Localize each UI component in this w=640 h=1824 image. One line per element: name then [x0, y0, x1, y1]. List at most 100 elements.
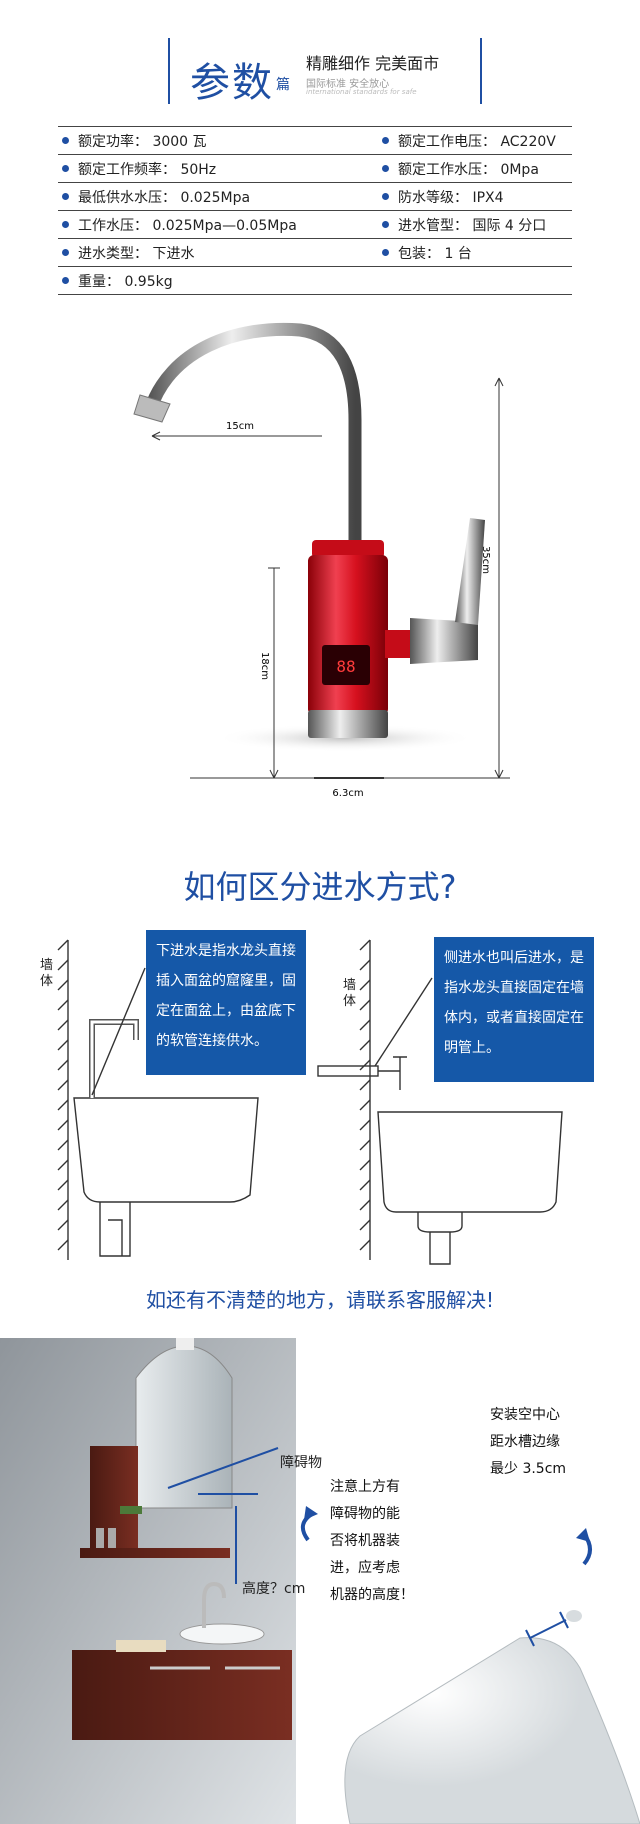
faucet-display [322, 645, 370, 685]
display-digits: 88 [336, 657, 355, 676]
left-drain [99, 1202, 131, 1257]
note-line: 注意上方有 [330, 1479, 400, 1495]
spec-cell: 额定工作电压： AC220V [378, 131, 572, 151]
bottom-entry-faucet-inner [90, 1020, 138, 1098]
side-entry-note: 侧进水也叫后进水，是指水龙头直接固定在墙体内，或者直接固定在明管上。 [434, 937, 594, 1082]
spec-text: 最低供水水压： 0.025Mpa [78, 189, 251, 206]
clearance-ticks [525, 1611, 569, 1647]
right-drain [429, 1232, 451, 1265]
side-entry-tap [378, 1056, 407, 1090]
obstacle-pointer-line [167, 1447, 279, 1489]
spec-row: 额定工作频率： 50Hz 额定工作水压： 0Mpa [58, 155, 572, 183]
spec-cell: 工作水压： 0.025Mpa—0.05Mpa [58, 215, 378, 235]
side-entry-pipe [317, 1065, 379, 1077]
left-drain-inner [108, 1219, 123, 1256]
clearance-line [529, 1619, 567, 1639]
bullet-icon [62, 277, 69, 284]
contact-note: 如还有不清楚的地方，请联系客服解决! [145, 1288, 495, 1312]
spec-row: 额定功率： 3000 瓦 额定工作电压： AC220V [58, 126, 572, 155]
spec-text: 额定工作水压： 0Mpa [398, 161, 539, 178]
faucet-hole [566, 1610, 582, 1622]
note-line: 最少 3.5cm [490, 1461, 567, 1477]
wall-shelf [80, 1548, 230, 1558]
dim-width-label: 6.3cm [332, 788, 363, 799]
cup-2 [108, 1528, 116, 1548]
spec-cell: 防水等级： IPX4 [378, 187, 572, 207]
installation-photo [0, 1338, 640, 1824]
arrow-head-icon [304, 1506, 318, 1520]
spec-cell: 额定功率： 3000 瓦 [58, 131, 378, 151]
spec-text: 额定功率： 3000 瓦 [78, 133, 207, 150]
vanity-basin [179, 1623, 265, 1645]
right-pointer-line [374, 977, 433, 1067]
header-divider-left [168, 38, 170, 104]
header-tagline: 精雕细作 完美面市 [306, 54, 440, 73]
header-divider-right [480, 38, 482, 104]
dim-height-label: 35cm [480, 546, 491, 574]
note-line: 障碍物的能 [330, 1506, 400, 1522]
bullet-icon [382, 221, 389, 228]
faucet-diagram: 88 15cm 35cm 18cm 6.3cm [133, 322, 510, 799]
installation-diagram [57, 939, 563, 1265]
spec-cell: 额定工作频率： 50Hz [58, 159, 378, 179]
header-subtagline-en: international standards for safe [306, 88, 417, 96]
spec-table: 额定功率： 3000 瓦 额定工作电压： AC220V 额定工作频率： 50Hz… [58, 126, 572, 295]
spec-text: 进水类型： 下进水 [78, 245, 195, 262]
spec-cell: 最低供水水压： 0.025Mpa [58, 187, 378, 207]
bottom-entry-faucet [89, 1019, 139, 1098]
spec-text: 包装： 1 台 [398, 245, 472, 262]
corner-sink [344, 1637, 640, 1824]
spec-cell: 重量： 0.95kg [58, 271, 378, 291]
wall-hatch [57, 939, 69, 1251]
vanity-cabinet [72, 1650, 292, 1740]
faucet-handle [455, 518, 485, 625]
spec-text: 工作水压： 0.025Mpa—0.05Mpa [78, 217, 297, 234]
spec-text: 防水等级： IPX4 [398, 189, 504, 206]
bullet-icon [62, 193, 69, 200]
faucet-spout [143, 322, 362, 557]
note-line: 进，应考虑 [330, 1560, 400, 1576]
obstacle-label: 障碍物 [280, 1455, 322, 1471]
obstacle-note: 注意上方有 障碍物的能 否将机器装 进，应考虑 机器的高度！ [330, 1474, 414, 1609]
vanity-faucet [202, 1581, 226, 1628]
lamp [176, 1338, 194, 1350]
mirror [135, 1345, 233, 1509]
bullet-icon [382, 165, 389, 172]
right-drain-cap [417, 1212, 463, 1233]
height-label: 高度？cm [242, 1581, 306, 1597]
note-line: 机器的高度！ [330, 1587, 414, 1603]
note-line: 安装空中心 [490, 1407, 560, 1423]
arrow-icon [268, 567, 280, 779]
arrow-icon [151, 431, 161, 441]
spec-cell: 进水类型： 下进水 [58, 243, 378, 263]
bullet-icon [382, 249, 389, 256]
spec-text: 重量： 0.95kg [78, 273, 173, 290]
dim-body-label: 18cm [259, 652, 270, 680]
cup-1 [96, 1528, 104, 1548]
plant [120, 1506, 142, 1514]
spec-text: 额定工作频率： 50Hz [78, 161, 217, 178]
spec-cell: 额定工作水压： 0Mpa [378, 159, 572, 179]
dim-spout-label: 15cm [226, 421, 254, 432]
wall-hatch [359, 939, 371, 1251]
arrow-icon [494, 377, 504, 779]
faucet-base [308, 710, 388, 738]
bullet-icon [62, 165, 69, 172]
wall-label-left: 墙体 [40, 958, 54, 989]
right-basin [377, 1111, 563, 1213]
spec-text: 额定工作电压： AC220V [398, 133, 556, 150]
clearance-note: 安装空中心 距水槽边缘 最少 3.5cm [490, 1402, 566, 1483]
header-title-suffix: 篇 [276, 77, 290, 93]
spec-row: 工作水压： 0.025Mpa—0.05Mpa 进水管型： 国际 4 分口 [58, 211, 572, 239]
spec-cell: 进水管型： 国际 4 分口 [378, 215, 572, 235]
note-line: 距水槽边缘 [490, 1434, 560, 1450]
arrow-head-icon [576, 1528, 590, 1542]
faucet-body [308, 555, 388, 715]
spec-row: 进水类型： 下进水 包装： 1 台 [58, 239, 572, 267]
header-subtagline: 国际标准 安全放心 [306, 79, 390, 90]
bottom-entry-note: 下进水是指水龙头直接插入面盆的窟窿里，固定在面盆上，由盆底下的软管连接供水。 [146, 930, 306, 1075]
handle-joint [410, 618, 478, 664]
section-title: 如何区分进水方式? [183, 868, 457, 906]
towel [116, 1640, 166, 1652]
note-line: 否将机器装 [330, 1533, 400, 1549]
